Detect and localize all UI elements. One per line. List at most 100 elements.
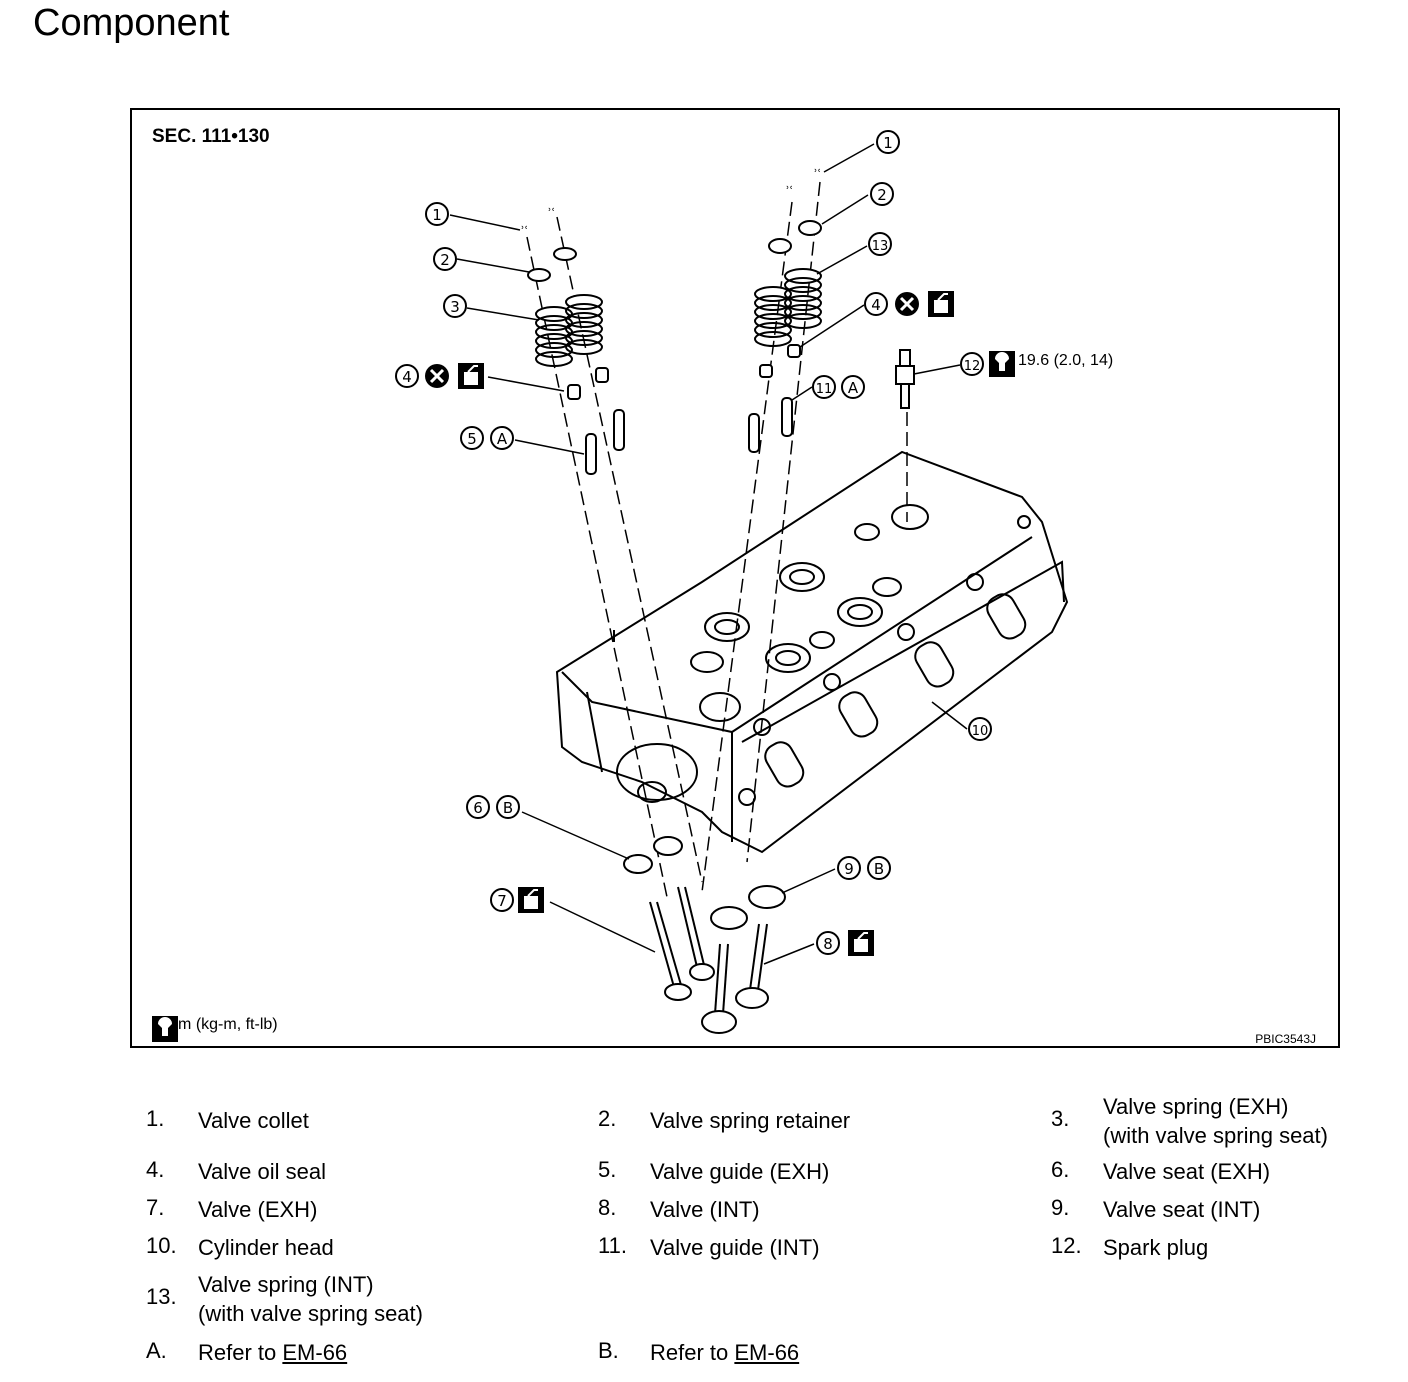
svg-text:10: 10 <box>972 724 989 739</box>
svg-text:3: 3 <box>450 298 460 316</box>
legend-item: 6. Valve seat (EXH) <box>1051 1157 1270 1186</box>
axis-lines <box>526 181 908 898</box>
legend-number: 4. <box>146 1157 165 1182</box>
legend-number: 10. <box>146 1233 177 1258</box>
legend-text: Valve seat (EXH) <box>1103 1159 1271 1184</box>
svg-text:2: 2 <box>440 251 450 269</box>
legend-text-line2: (with valve spring seat) <box>198 1301 423 1326</box>
callout-4: 4 <box>395 364 419 388</box>
svg-text:ʾʿ: ʾʿ <box>814 167 821 181</box>
legend-number: 1. <box>146 1106 165 1131</box>
legend-number: 7. <box>146 1195 165 1220</box>
svg-text:ʾʿ: ʾʿ <box>786 184 793 198</box>
svg-text:A: A <box>848 379 859 397</box>
section-label: SEC. 111•130 <box>152 126 270 147</box>
legend-item: A. Refer to EM-66 <box>146 1338 347 1367</box>
svg-text:2: 2 <box>877 186 887 204</box>
callout-6: 6 <box>466 795 490 819</box>
svg-text:6: 6 <box>473 799 483 817</box>
legend-item: 11. Valve guide (INT) <box>598 1233 820 1262</box>
torque-wrench-icon <box>152 1016 178 1042</box>
int-valve-stack: ʾʿ ʾʿ <box>701 167 915 1034</box>
component-diagram: ʾʿ ʾʿ ʾʿ ʾʿ <box>130 108 1340 1048</box>
exploded-view-drawing: ʾʿ ʾʿ ʾʿ ʾʿ <box>395 130 1069 1034</box>
exh-valve-stack: ʾʿ ʾʿ <box>521 206 715 1001</box>
svg-text:12: 12 <box>964 359 981 374</box>
lubricate-icon-3 <box>518 887 544 913</box>
legend-number: 12. <box>1051 1233 1082 1258</box>
svg-text:7: 7 <box>497 892 507 910</box>
symbol-icons <box>425 291 1015 956</box>
spark-plug-torque: 19.6 (2.0, 14) <box>1018 352 1114 369</box>
legend-item: 4. Valve oil seal <box>146 1157 326 1186</box>
svg-text:11: 11 <box>816 382 833 397</box>
legend-number: 2. <box>598 1106 617 1131</box>
callout-B: B <box>496 795 520 819</box>
svg-text:A: A <box>497 430 508 448</box>
callout-9: 9 <box>837 856 861 880</box>
legend-text: Valve seat (INT) <box>1103 1197 1261 1222</box>
torque-key-text: : N•m (kg-m, ft-lb) <box>152 1016 278 1033</box>
callout-2: 2 <box>433 247 457 271</box>
svg-text:4: 4 <box>402 368 412 386</box>
callout-Ab: A <box>841 375 865 399</box>
legend-text: Valve guide (EXH) <box>650 1159 830 1184</box>
svg-text:1: 1 <box>432 206 442 224</box>
callout-1b: 1 <box>876 130 900 154</box>
legend-text: Valve spring retainer <box>650 1108 851 1133</box>
legend-item: 3. Valve spring (EXH)(with valve spring … <box>1051 1092 1328 1150</box>
do-not-reuse-icon <box>425 364 449 388</box>
legend-item: 7. Valve (EXH) <box>146 1195 317 1224</box>
callout-A: A <box>490 426 514 450</box>
legend-item: 1. Valve collet <box>146 1106 309 1135</box>
callout-5: 5 <box>460 426 484 450</box>
page-title: Component <box>33 2 230 44</box>
callout-Bb: B <box>867 856 891 880</box>
callout-1: 1 <box>425 202 449 226</box>
legend-item: 2. Valve spring retainer <box>598 1106 850 1135</box>
callout-3: 3 <box>443 294 467 318</box>
legend-text: Spark plug <box>1103 1235 1209 1260</box>
legend-text: Refer to <box>650 1340 735 1365</box>
legend-item: 12. Spark plug <box>1051 1233 1208 1262</box>
svg-text:B: B <box>503 799 513 817</box>
legend-text-line2: (with valve spring seat) <box>1103 1123 1328 1148</box>
legend-item: 13. Valve spring (INT)(with valve spring… <box>146 1270 423 1328</box>
torque-key: : N•m (kg-m, ft-lb) <box>152 1016 278 1042</box>
legend-item: 8. Valve (INT) <box>598 1195 760 1224</box>
callout-13: 13 <box>868 232 892 256</box>
callout-2b: 2 <box>870 182 894 206</box>
svg-text:13: 13 <box>872 239 889 254</box>
legend-text: Valve collet <box>198 1108 309 1133</box>
svg-text:B: B <box>874 860 884 878</box>
callout-7: 7 <box>490 888 514 912</box>
legend-text: Refer to <box>198 1340 283 1365</box>
lubricate-icon <box>458 363 484 389</box>
legend-number: A. <box>146 1338 167 1363</box>
lubricate-icon-2 <box>928 291 954 317</box>
legend-number: 3. <box>1051 1106 1070 1131</box>
legend-number: 13. <box>146 1284 177 1309</box>
callout-10: 10 <box>968 717 992 741</box>
legend-text: Valve oil seal <box>198 1159 326 1184</box>
figure-code: PBIC3543J <box>1255 1032 1316 1046</box>
legend-number: 9. <box>1051 1195 1070 1220</box>
legend-number: 8. <box>598 1195 617 1220</box>
legend-item: 10. Cylinder head <box>146 1233 334 1262</box>
reference-link[interactable]: EM-66 <box>282 1340 348 1365</box>
lubricate-icon-4 <box>848 930 874 956</box>
legend-text: Valve (EXH) <box>198 1197 318 1222</box>
legend-item: B. Refer to EM-66 <box>598 1338 799 1367</box>
legend-number: 11. <box>598 1233 627 1258</box>
svg-text:1: 1 <box>883 134 893 152</box>
legend-text: Valve (INT) <box>650 1197 760 1222</box>
cylinder-head <box>555 450 1069 854</box>
svg-text:ʾʿ: ʾʿ <box>521 224 528 238</box>
legend-item: 9. Valve seat (INT) <box>1051 1195 1260 1224</box>
legend-text: Valve guide (INT) <box>650 1235 820 1260</box>
reference-link[interactable]: EM-66 <box>734 1340 800 1365</box>
callouts: 1 2 3 4 5 A 1 2 13 4 11 A 12 10 6 B 7 9 … <box>395 130 992 955</box>
callout-4b: 4 <box>864 292 888 316</box>
do-not-reuse-icon-2 <box>895 292 919 316</box>
legend-number: 5. <box>598 1157 617 1182</box>
